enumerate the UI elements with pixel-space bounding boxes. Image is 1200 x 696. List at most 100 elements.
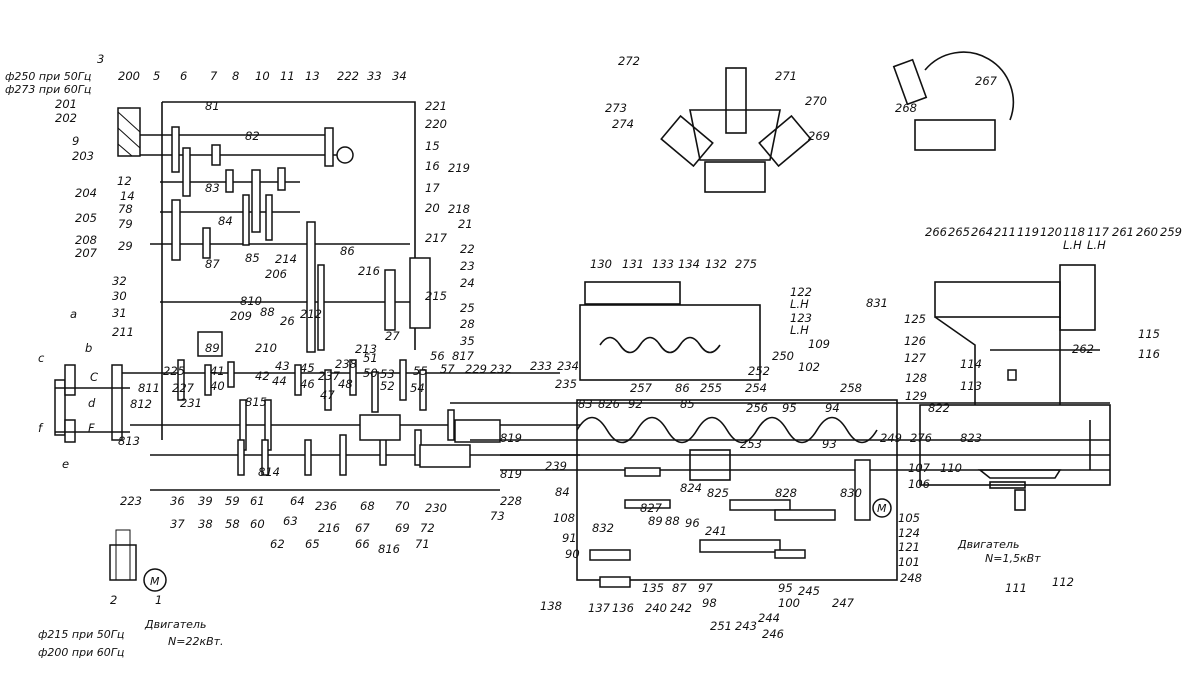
part-label: 126 (904, 334, 926, 348)
gear-symbol (349, 359, 357, 396)
part-label: 83 (205, 181, 220, 195)
gear-symbol (419, 369, 427, 411)
part-label: 827 (640, 501, 663, 515)
part-label: 1 (155, 593, 162, 607)
part-label: 33 (367, 69, 382, 83)
part-label: 819 (500, 431, 522, 445)
part-label: 34 (392, 69, 407, 83)
notes: ф250 при 50Гц ф273 при 60Гц ф215 при 50Г… (5, 70, 1041, 659)
part-label: 23 (460, 259, 475, 273)
part-label: 259 (1160, 225, 1182, 239)
part-label: 253 (740, 437, 762, 451)
part-label: 107 (908, 461, 931, 475)
part-label: 60 (250, 517, 265, 531)
part-label: 262 (1072, 342, 1094, 356)
part-label: 101 (898, 555, 920, 569)
part-label: L.H (1063, 238, 1082, 252)
turret-drawing (660, 51, 1015, 193)
part-label: 826 (598, 397, 620, 411)
apron-drawing (450, 281, 1111, 588)
part-label: 55 (413, 364, 428, 378)
part-label: 102 (798, 360, 820, 374)
part-label: 32 (112, 274, 127, 288)
part-label: 30 (112, 289, 127, 303)
part-label: 115 (1138, 327, 1160, 341)
part-label: 61 (250, 494, 265, 508)
gear-symbol (371, 371, 379, 413)
part-label: 87 (205, 257, 220, 271)
part-label: 832 (592, 521, 614, 535)
part-label: 14 (120, 189, 135, 203)
part-label: 270 (805, 94, 827, 108)
part-label: F (88, 421, 95, 435)
part-label: 136 (612, 601, 634, 615)
part-label: f (38, 421, 44, 435)
part-label: 212 (300, 307, 322, 321)
part-label: 134 (678, 257, 700, 271)
part-label: 2 (110, 593, 117, 607)
part-label: 271 (775, 69, 797, 83)
part-label: 97 (698, 581, 713, 595)
part-label: 137 (588, 601, 611, 615)
part-label: 10 (255, 69, 270, 83)
part-label: 819 (500, 467, 522, 481)
part-label: 206 (265, 267, 287, 281)
part-label: 250 (772, 349, 794, 363)
part-label: 817 (452, 349, 475, 363)
part-label: 36 (170, 494, 185, 508)
part-label: 810 (240, 294, 262, 308)
part-label: 47 (320, 388, 335, 402)
part-label: 65 (305, 537, 320, 551)
part-label: 246 (762, 627, 784, 641)
part-label: 255 (700, 381, 722, 395)
part-label: 21 (458, 217, 473, 231)
part-label: 245 (798, 584, 820, 598)
part-label: 50 (363, 366, 378, 380)
part-label: 228 (500, 494, 522, 508)
part-label: 235 (555, 377, 577, 391)
part-label: 133 (652, 257, 674, 271)
part-label: C (90, 370, 98, 384)
part-label: 831 (866, 296, 888, 310)
part-label: 202 (55, 111, 77, 125)
part-label: 240 (645, 601, 667, 615)
part-label: 12 (117, 174, 132, 188)
part-label: 72 (420, 521, 435, 535)
part-label: 132 (705, 257, 727, 271)
part-label: 205 (75, 211, 97, 225)
part-label: L.H (1087, 238, 1106, 252)
part-label: 254 (745, 381, 767, 395)
part-label: 123 (790, 311, 812, 325)
part-label: 73 (490, 509, 505, 523)
part-label: 25 (460, 301, 475, 315)
part-label: 243 (735, 619, 757, 633)
part-label: 814 (258, 465, 280, 479)
part-label: 52 (380, 379, 395, 393)
part-label: 95 (778, 581, 793, 595)
part-label: 203 (72, 149, 94, 163)
part-label: 221 (425, 99, 447, 113)
part-label: 96 (685, 516, 700, 530)
part-label: 94 (825, 401, 840, 415)
part-label: 86 (675, 381, 690, 395)
part-label: 247 (832, 596, 855, 610)
part-label: 70 (395, 499, 410, 513)
pulley-2-note-50hz: ф215 при 50Гц (38, 628, 124, 641)
pulley-3-note-50hz: ф250 при 50Гц (5, 70, 91, 83)
part-label: 248 (900, 571, 922, 585)
part-label: 244 (758, 611, 780, 625)
gear-symbol (227, 361, 235, 388)
part-label: b (85, 341, 92, 355)
part-label: 242 (670, 601, 692, 615)
part-label: 201 (55, 97, 77, 111)
part-label: 114 (960, 357, 982, 371)
gear-symbol (324, 369, 332, 411)
part-label: 268 (895, 101, 917, 115)
part-label: 207 (75, 246, 98, 260)
gear-symbol (399, 359, 407, 401)
part-label: 87 (672, 581, 687, 595)
part-label: 43 (275, 359, 290, 373)
